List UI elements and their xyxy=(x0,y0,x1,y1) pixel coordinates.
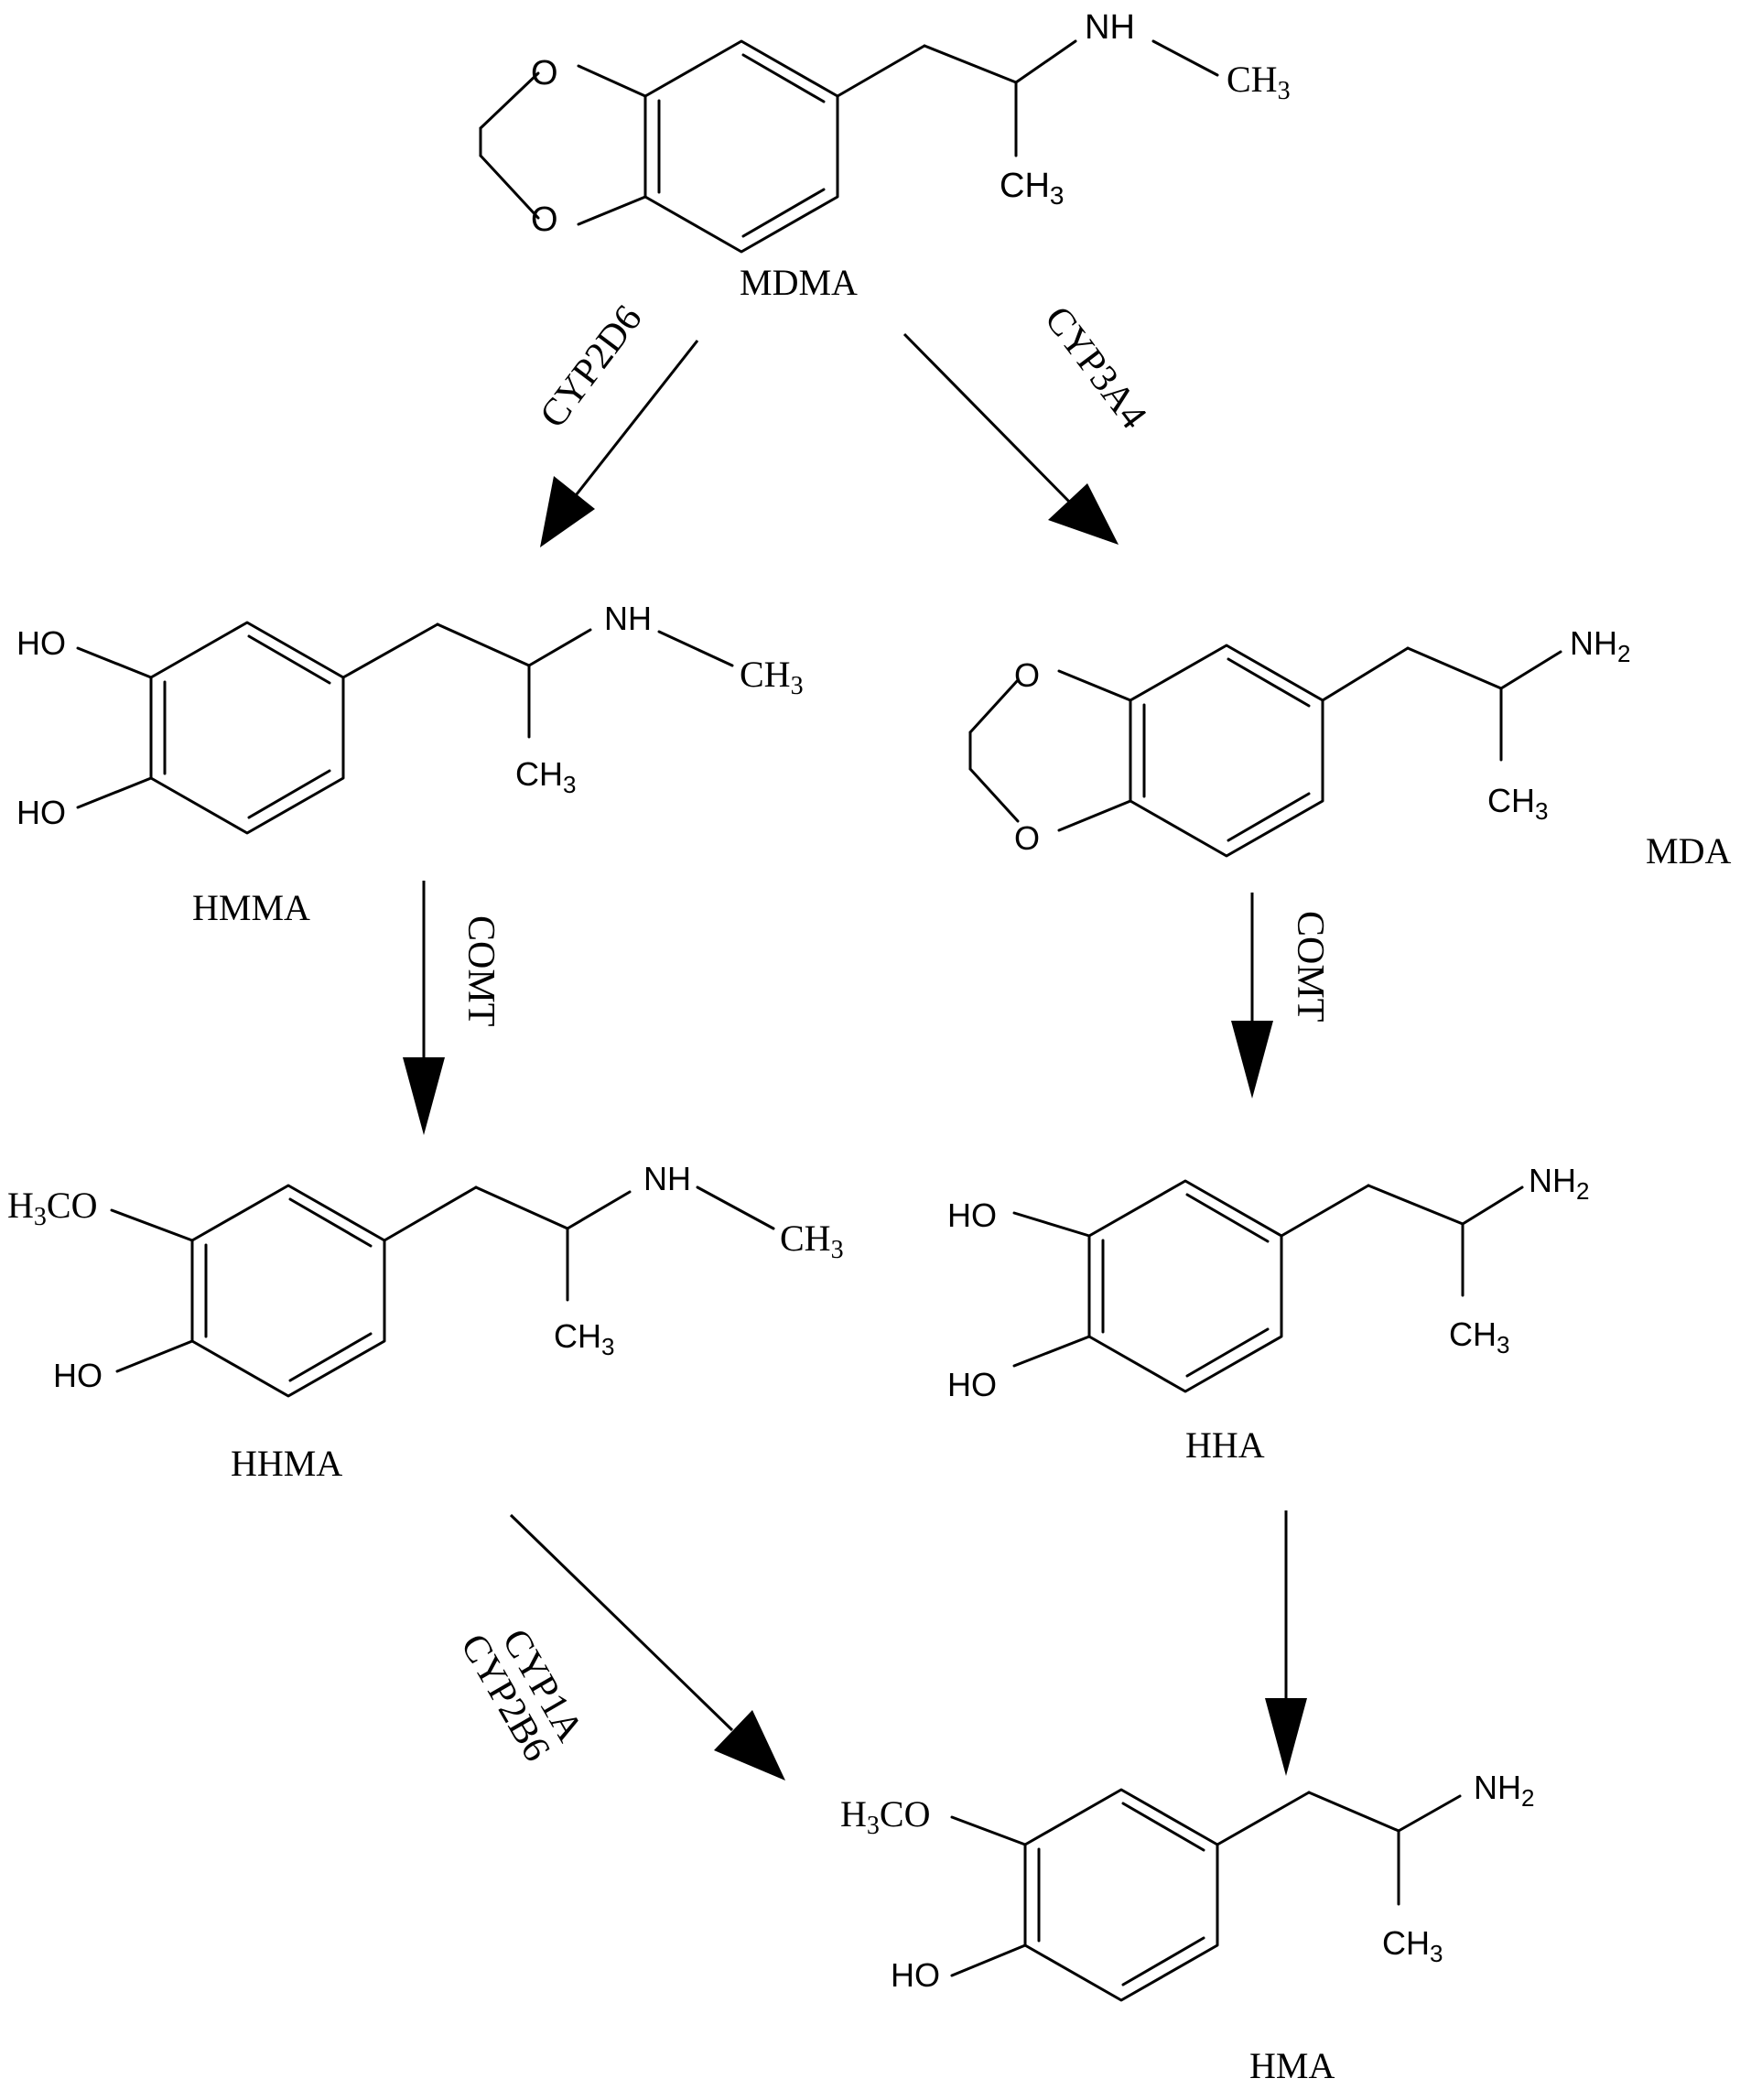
mda-oxygen-bottom: O xyxy=(1014,819,1040,857)
mdma-name-label: MDMA xyxy=(740,262,858,303)
mdma-bonds xyxy=(479,39,1219,254)
arrow-mda-to-hha xyxy=(1231,893,1273,1099)
mdma-nh-label: NH xyxy=(1085,8,1135,47)
hha-ho-bottom: HO xyxy=(947,1366,997,1403)
hhma-ho-label: HO xyxy=(53,1357,103,1394)
arrow-hhma-to-hma-head xyxy=(714,1710,785,1781)
structure-mda: O O NH2 CH3 MDA xyxy=(968,624,1731,871)
hma-name-label: HMA xyxy=(1249,2045,1335,2086)
arrow-hmma-to-hhma-head xyxy=(403,1057,445,1135)
structure-mdma: O O NH CH3 CH3 MDMA xyxy=(479,8,1291,303)
structure-hma: H3CO HO NH2 CH3 HMA xyxy=(840,1769,1534,2086)
arrow-hha-to-hma-head xyxy=(1265,1698,1307,1776)
structure-hha: HO HO NH2 CH3 HHA xyxy=(947,1162,1589,1466)
hhma-name-label: HHMA xyxy=(231,1443,342,1484)
hmma-ch3-c-label: CH3 xyxy=(515,755,576,798)
enzyme-cyp2d6-label: CYP2D6 xyxy=(532,298,650,436)
mda-name-label: MDA xyxy=(1646,830,1731,871)
hhma-bonds xyxy=(110,1184,775,1398)
hha-nh2-label: NH2 xyxy=(1529,1162,1589,1205)
enzyme-cyp3a4-label: CYP3A4 xyxy=(1036,298,1154,437)
hmma-bonds xyxy=(76,621,734,835)
arrow-mda-to-hha-head xyxy=(1231,1021,1273,1099)
hha-bonds xyxy=(1012,1179,1524,1393)
hma-methoxy-label: H3CO xyxy=(840,1793,930,1840)
hhma-nh-label: NH xyxy=(643,1160,691,1197)
arrow-mdma-to-hmma-head xyxy=(540,476,595,547)
enzyme-comt-left-label: COMT xyxy=(459,915,502,1026)
hhma-ch3-n-label: CH3 xyxy=(780,1218,844,1264)
arrow-mdma-to-mda-head xyxy=(1048,483,1119,545)
mdma-ch3-n-label: CH3 xyxy=(1227,59,1291,105)
hma-bonds xyxy=(950,1788,1462,2002)
arrow-mdma-to-hmma xyxy=(540,340,699,547)
mda-ch3-c-label: CH3 xyxy=(1487,782,1548,825)
mda-bonds xyxy=(968,644,1562,858)
arrow-hmma-to-hhma xyxy=(403,881,445,1135)
mdma-ch3-c-label: CH3 xyxy=(1000,167,1064,210)
arrow-hhma-to-hma xyxy=(509,1513,785,1781)
structure-hmma: HO HO NH CH3 CH3 HMMA xyxy=(16,600,804,928)
hmma-name-label: HMMA xyxy=(192,887,310,928)
hmma-ho-top: HO xyxy=(16,624,66,662)
mda-oxygen-top: O xyxy=(1014,656,1040,694)
hha-ho-top: HO xyxy=(947,1196,997,1234)
hma-ch3-c-label: CH3 xyxy=(1382,1924,1443,1967)
arrow-mdma-to-mda xyxy=(903,332,1119,545)
hhma-methoxy-label: H3CO xyxy=(7,1185,97,1231)
arrow-hha-to-hma xyxy=(1265,1510,1307,1776)
structure-hhma: H3CO HO NH CH3 CH3 HHMA xyxy=(7,1160,844,1484)
enzyme-cyp1a-cyp2b6-label: CYP1A CYP2B6 xyxy=(452,1622,591,1769)
hma-nh2-label: NH2 xyxy=(1474,1769,1534,1812)
hmma-ho-bottom: HO xyxy=(16,794,66,831)
hha-ch3-c-label: CH3 xyxy=(1449,1315,1509,1359)
mdma-oxygen-bottom: O xyxy=(531,200,558,239)
mdma-oxygen-top: O xyxy=(531,54,558,92)
hhma-ch3-c-label: CH3 xyxy=(554,1317,614,1360)
hmma-ch3-n-label: CH3 xyxy=(740,654,804,700)
hma-ho-label: HO xyxy=(891,1956,940,1994)
hha-name-label: HHA xyxy=(1185,1424,1265,1466)
hmma-nh-label: NH xyxy=(604,600,652,637)
mda-nh2-label: NH2 xyxy=(1570,624,1630,667)
enzyme-comt-right-label: COMT xyxy=(1289,911,1331,1022)
